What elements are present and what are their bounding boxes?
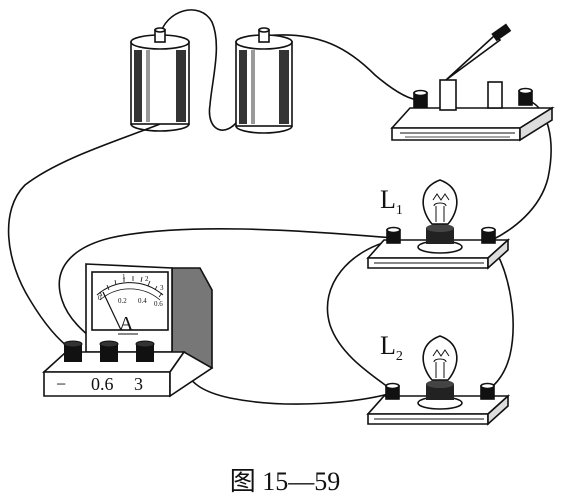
ammeter-unit: A	[119, 313, 134, 335]
scale-lower-02: 0.2	[118, 297, 127, 305]
lamp2-letter: L	[380, 331, 396, 360]
scale-upper-1: 1	[122, 273, 126, 281]
battery-cell-1	[130, 27, 190, 132]
lamp2-label: L2	[380, 331, 403, 364]
scale-upper-3: 3	[160, 284, 164, 292]
ammeter-terminals	[63, 340, 155, 362]
ammeter-needle	[102, 291, 122, 331]
terminal-06-label: 0.6	[91, 374, 114, 394]
scale-lower-06: 0.6	[154, 300, 163, 308]
terminal-negative-label: −	[56, 374, 66, 394]
wire-L1-ammeter	[58, 227, 394, 353]
terminal-3-label: 3	[134, 374, 143, 394]
lamp1-subscript: 1	[396, 203, 403, 218]
figure-caption: 图 15—59	[230, 467, 341, 496]
scale-upper-2: 2	[145, 275, 149, 283]
wire-cell2-switch	[263, 34, 421, 101]
wire-L1-L2-left	[326, 239, 394, 391]
lamp-L1: L1	[366, 179, 511, 270]
lamp1-letter: L	[380, 185, 396, 214]
wire-cell1-ammeter	[7, 123, 161, 351]
scale-lower-0: 0	[98, 294, 102, 302]
scale-lower-04: 0.4	[138, 297, 147, 305]
knife-switch	[390, 23, 555, 142]
ammeter: 1 2 3 0 0.2 0.4 0.6 A − 0.6 3	[41, 263, 214, 398]
lamp1-label: L1	[380, 185, 403, 218]
lamp-L2: L2	[366, 331, 511, 426]
wire-cell1-cell2	[159, 9, 241, 131]
battery-cell-2	[235, 27, 293, 134]
wire-L1-L2-right	[487, 241, 514, 391]
lamp2-subscript: 2	[396, 349, 403, 364]
